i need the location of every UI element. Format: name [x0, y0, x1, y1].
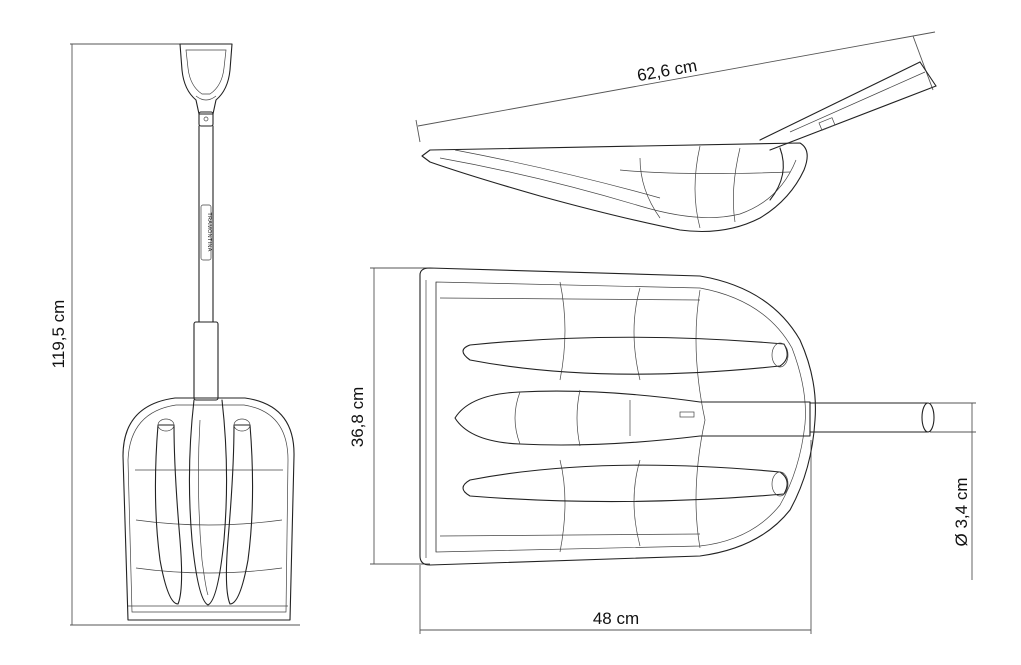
upper-rib [462, 336, 788, 375]
side-length-dimension-line [415, 31, 936, 143]
side-shaft [759, 61, 937, 151]
total-length-label: 119,5 cm [49, 300, 68, 369]
side-view-shovel: 62,6 cm [415, 31, 937, 232]
lower-rib [462, 464, 788, 503]
front-view-shovel: 119,5 cm TRAMONTINA [49, 43, 300, 626]
side-blade-profile [421, 142, 808, 232]
brand-label: TRAMONTINA [206, 212, 212, 251]
top-shaft-stub [809, 402, 935, 433]
top-view-shovel: 36,8 cm 48 cm Ø 3,4 cm [348, 267, 976, 634]
central-rib [454, 390, 811, 446]
blade-height-dimension-line [370, 267, 430, 565]
total-length-dimension-line [70, 43, 300, 626]
shaft: TRAMONTINA [193, 125, 219, 401]
shaft-diameter-label: Ø 3,4 cm [952, 478, 971, 547]
front-blade [122, 397, 295, 621]
shaft-diameter-dimension-line [930, 402, 976, 580]
d-grip-handle [179, 43, 233, 127]
top-blade-outline [419, 267, 816, 566]
blade-width-label: 48 cm [593, 609, 639, 628]
blade-height-label: 36,8 cm [348, 387, 367, 447]
blade-width-dimension-line [419, 440, 812, 634]
